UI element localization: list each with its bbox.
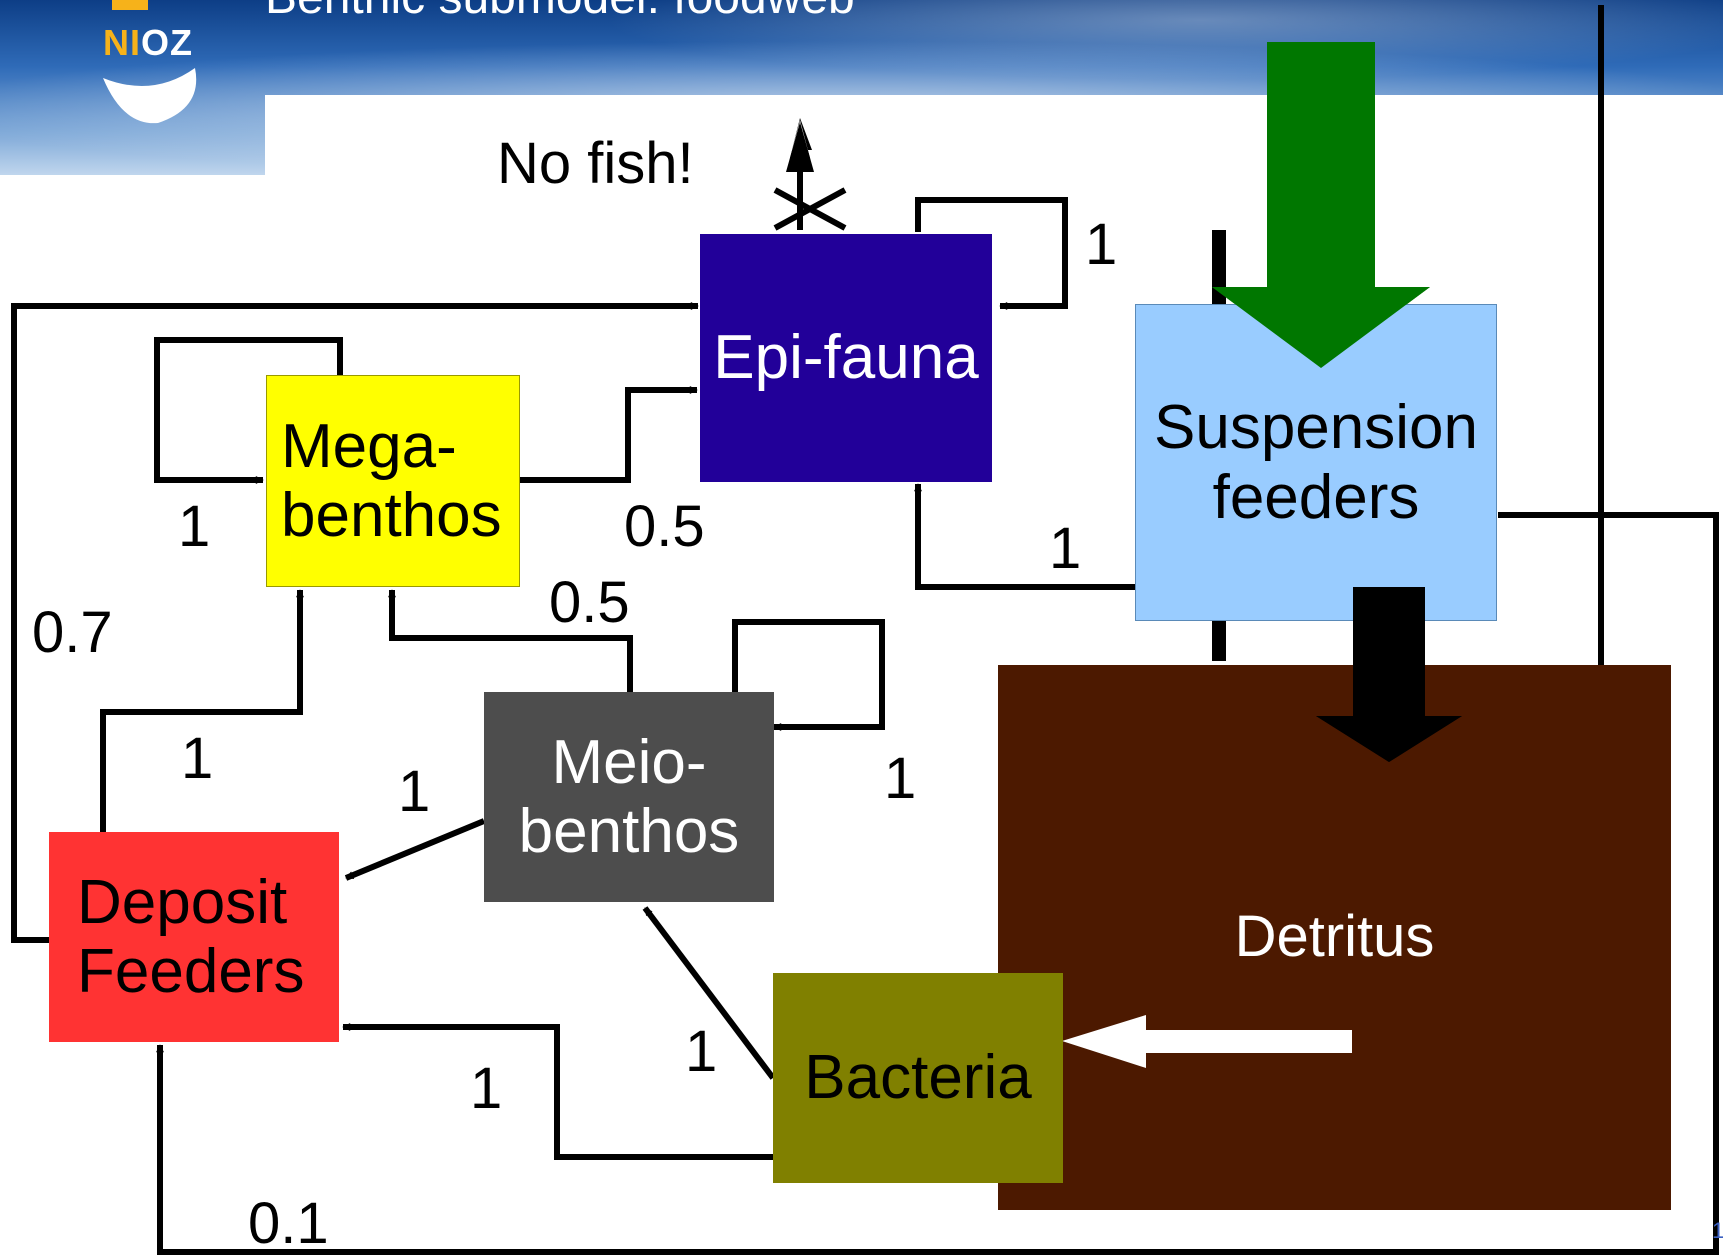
deposit-label-line1: Deposit <box>77 867 288 937</box>
white-arrow-icon <box>1062 1015 1352 1068</box>
slide-title: Benthic submodel: foodweb <box>265 0 855 25</box>
suspension-to-epifauna-arrow <box>914 483 1138 590</box>
bacteria-to-meio-arrow <box>642 906 776 1080</box>
logo-wave-icon <box>103 68 197 124</box>
logo-text-oz: OZ <box>141 22 193 63</box>
flow-label-deposit-to-mega: 1 <box>181 726 214 791</box>
logo-text: NIOZ <box>103 22 193 64</box>
meiobenthos-label-line2: benthos <box>518 797 740 866</box>
no-fish-arrowhead-icon <box>786 122 814 172</box>
nioz-logo <box>98 0 216 125</box>
suspension-label-line2: feeders <box>1212 462 1420 532</box>
detritus-box: Detritus <box>998 665 1671 1210</box>
bacteria-to-deposit-arrow <box>342 1023 773 1160</box>
detritus-to-deposit-arrow <box>156 512 1719 1255</box>
meio-to-mega-arrow <box>388 589 633 692</box>
detritus-label: Detritus <box>1234 904 1435 970</box>
deposit-to-epifauna-arrow <box>11 302 699 943</box>
meiobenthos-label-line1: Meio- <box>551 727 707 797</box>
flow-label-bacteria-to-deposit: 1 <box>470 1056 503 1121</box>
page-number: 1 <box>1712 1218 1723 1243</box>
flow-label-detritus-to-deposit: 0.1 <box>248 1191 329 1256</box>
epifauna-box: Epi-fauna <box>700 234 992 482</box>
flow-label-meio-to-mega: 0.5 <box>549 570 630 635</box>
meio-to-deposit-arrow <box>344 818 486 881</box>
megabenthos-box: Mega-benthos <box>266 375 520 587</box>
flow-label-meio-to-deposit: 1 <box>398 759 431 824</box>
flow-label-bacteria-to-meio: 1 <box>685 1019 718 1084</box>
flow-label-meio-self: 1 <box>884 746 917 811</box>
deposit-label-line2: Feeders <box>77 937 305 1006</box>
flow-label-mega-to-epifauna: 0.5 <box>624 494 705 559</box>
flow-label-mega-self: 1 <box>178 494 211 559</box>
epifauna-label: Epi-fauna <box>713 323 979 393</box>
meiobenthos-box: Meio-benthos <box>484 692 774 902</box>
flow-label-suspension-to-epifauna: 1 <box>1049 516 1082 581</box>
logo-text-ni: NI <box>103 22 141 63</box>
mega-self-arrow <box>154 337 343 484</box>
megabenthos-label-line1: Mega- <box>281 411 457 481</box>
black-arrow-icon <box>1316 587 1462 762</box>
epifauna-self-arrow <box>915 197 1068 310</box>
mega-to-epifauna-arrow <box>520 386 698 483</box>
suspension-label-line1: Suspension <box>1153 393 1479 463</box>
flow-label-deposit-to-epifauna: 0.7 <box>32 600 113 665</box>
no-fish-cross-icon <box>773 187 847 231</box>
bacteria-box: Bacteria <box>773 973 1063 1183</box>
flow-label-epifauna-self: 1 <box>1085 212 1118 277</box>
bacteria-label: Bacteria <box>804 1043 1032 1113</box>
green-arrow-icon <box>1212 42 1430 368</box>
deposit-to-mega-arrow <box>100 589 304 832</box>
no-fish-label: No fish! <box>497 131 694 196</box>
logo-bar <box>112 0 148 10</box>
megabenthos-label-line2: benthos <box>281 481 502 550</box>
no-fish-arrow-stem <box>797 168 803 230</box>
meio-self-arrow <box>732 619 885 731</box>
